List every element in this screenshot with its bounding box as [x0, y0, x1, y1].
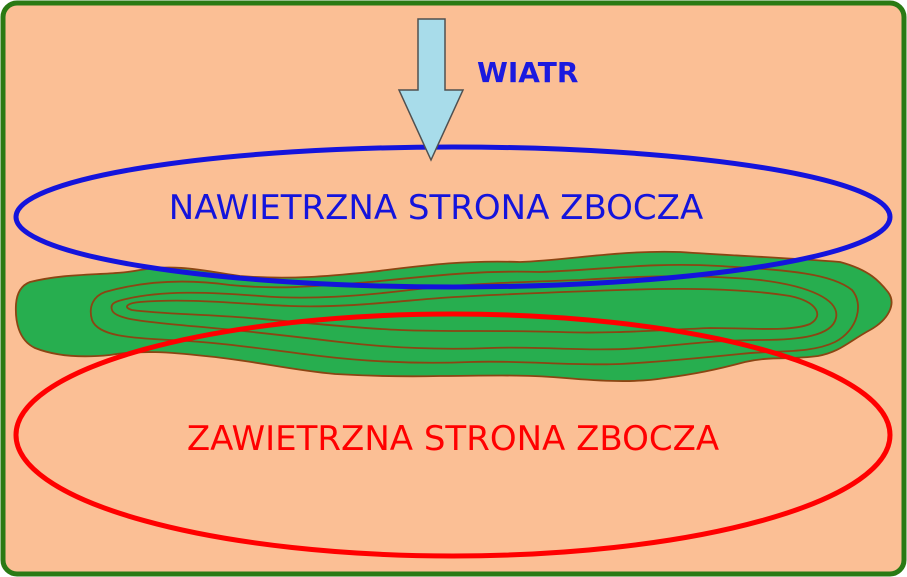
- contour-line-outer: [89, 264, 859, 366]
- windward-ellipse: [13, 144, 893, 290]
- wind-label: WIATR: [477, 56, 578, 89]
- windward-side-label: NAWIETRZNA STRONA ZBOCZA: [169, 188, 703, 228]
- leeward-side-label: ZAWIETRZNA STRONA ZBOCZA: [187, 419, 719, 459]
- wind-arrow-icon: [397, 18, 465, 162]
- leeward-ellipse: [13, 311, 893, 559]
- contour-line-inner: [126, 287, 819, 334]
